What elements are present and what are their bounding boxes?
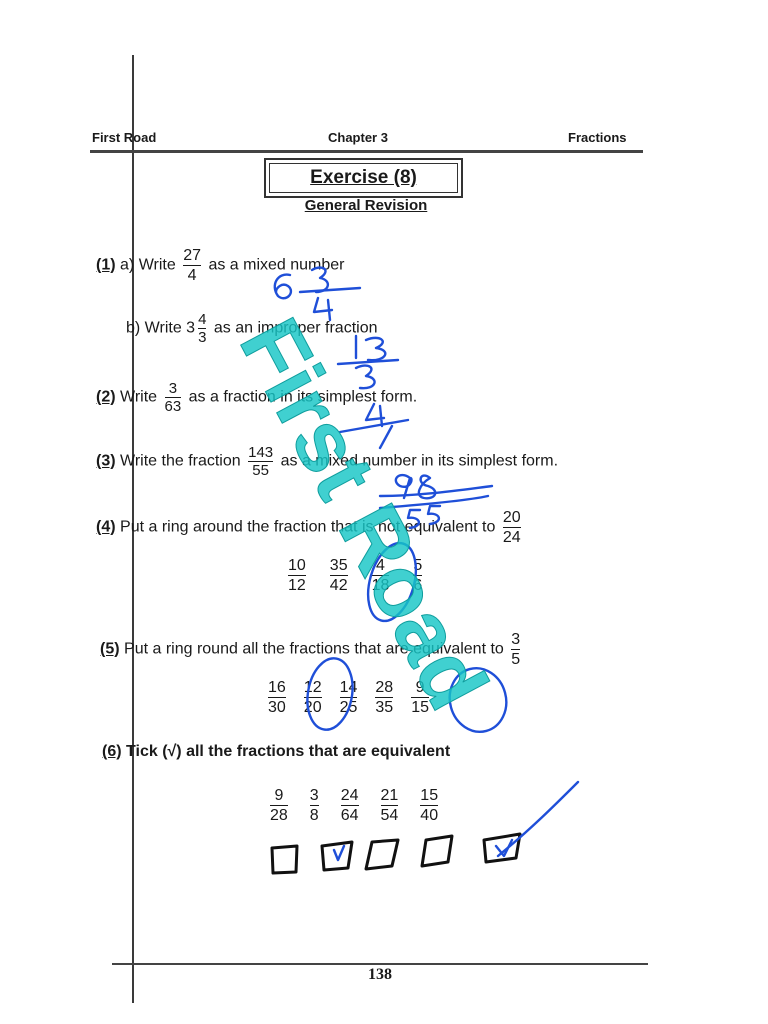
question-text: Write	[120, 388, 158, 406]
pen-bar	[336, 358, 400, 366]
pen-six	[273, 273, 293, 300]
exercise-subtitle: General Revision	[304, 197, 428, 214]
pen-bar	[298, 286, 362, 294]
question-text: Write the fraction	[120, 452, 241, 470]
question-number: (5)	[100, 640, 120, 658]
pen-tick	[494, 838, 514, 858]
header-rule	[90, 150, 643, 153]
page-number: 138	[368, 966, 392, 983]
pen-bar	[378, 484, 494, 510]
question-6: (6) Tick (√) all the fractions that are …	[102, 742, 450, 762]
tick-box[interactable]	[482, 832, 522, 864]
header-right: Fractions	[568, 130, 627, 145]
question-text: as a mixed number	[208, 256, 345, 274]
question-5: (5) Put a ring round all the fractions t…	[100, 630, 523, 669]
pen-eight	[417, 474, 437, 500]
pen-tick	[332, 844, 346, 862]
pen-three	[354, 364, 376, 390]
header-left: First Road	[92, 130, 157, 145]
pen-nine	[394, 473, 413, 500]
question-text: Put a ring around the fraction that is n…	[120, 518, 496, 536]
pen-thirteen	[354, 334, 387, 362]
exercise-title: Exercise (8)	[269, 163, 458, 193]
tick-box[interactable]	[270, 844, 299, 875]
denominator: 4	[187, 267, 197, 284]
watermark: First Road	[221, 304, 505, 725]
question-text: a) Write	[120, 256, 176, 274]
denominator: 63	[164, 398, 182, 415]
header-center: Chapter 3	[328, 130, 388, 145]
margin-line	[132, 55, 134, 1003]
pen-fifty-five	[406, 504, 442, 530]
question-number: (2)	[96, 388, 116, 406]
question-number: (3)	[96, 452, 116, 470]
pen-four	[312, 296, 334, 322]
question-text: as an improper fraction	[213, 319, 378, 337]
pen-bar	[338, 418, 410, 434]
numerator: 20	[502, 509, 521, 526]
tick-box[interactable]	[364, 838, 400, 871]
denominator: 3	[198, 329, 207, 346]
numerator: 143	[248, 444, 274, 461]
question-number: (4)	[96, 518, 116, 536]
exercise-title-box: Exercise (8)	[264, 158, 463, 198]
denominator: 24	[502, 529, 521, 546]
tick-box[interactable]	[420, 834, 454, 868]
numerator: 3	[168, 380, 178, 397]
numerator: 4	[198, 311, 207, 328]
question-text: as a fraction in its simplest form.	[188, 388, 418, 406]
question-text: Tick (√) all the fractions that are equi…	[126, 743, 451, 760]
footer-rule	[112, 963, 648, 965]
numerator: 3	[511, 631, 521, 648]
question-text: Put a ring round all the fractions that …	[124, 640, 504, 658]
tick-box[interactable]	[320, 840, 354, 872]
pen-four	[364, 402, 386, 428]
question-text: as a mixed number in its simplest form.	[280, 452, 559, 470]
denominator: 55	[252, 462, 269, 479]
question-text: b) Write 3	[126, 319, 196, 337]
answer-ring	[306, 657, 354, 731]
question-4: (4) Put a ring around the fraction that …	[96, 508, 524, 547]
question-number: (1)	[96, 256, 116, 274]
answer-ring	[366, 541, 418, 623]
numerator: 27	[183, 247, 201, 264]
pen-tick-long	[496, 780, 580, 858]
answer-ring	[448, 667, 508, 733]
pen-three	[310, 266, 329, 294]
pen-one	[378, 424, 394, 450]
denominator: 5	[511, 651, 521, 668]
question-number: (6)	[102, 743, 122, 760]
